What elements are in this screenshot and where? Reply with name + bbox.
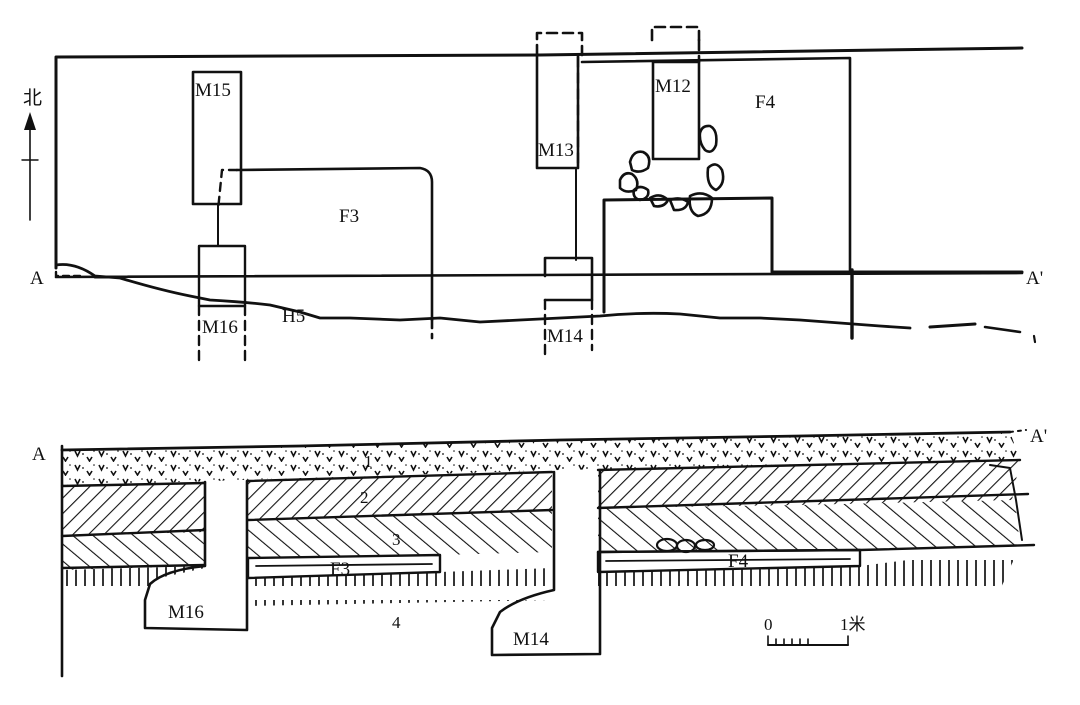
profile-label-a: A — [32, 444, 46, 465]
plan-m14-outline — [543, 256, 594, 302]
plan-label-f3: F3 — [339, 206, 359, 227]
profile-layer-1 — [62, 432, 1020, 486]
plan-m13-dashed — [535, 31, 584, 57]
plan-label-f4: F4 — [755, 92, 776, 113]
plan-f4-outline — [580, 56, 852, 272]
profile-label-f3: F3 — [330, 559, 350, 580]
plan-f4-inner — [602, 196, 1024, 314]
profile-f4-stones — [655, 537, 716, 554]
profile-layer-4 — [62, 566, 205, 600]
profile-label-a-prime: A' — [1030, 426, 1047, 447]
profile-label-f4: F4 — [728, 551, 749, 572]
north-arrow-head — [24, 112, 36, 130]
profile-label-layer-2: 2 — [360, 488, 369, 507]
plan-label-a-prime: A' — [1026, 268, 1043, 289]
plan-stones — [618, 124, 725, 218]
profile-f4-floor — [596, 548, 862, 574]
plan-f3-outline — [235, 166, 434, 322]
profile-label-m16: M16 — [168, 602, 204, 623]
plan-m16-outline — [197, 244, 247, 308]
scale-bar-one-meter: 1米 — [840, 615, 866, 634]
profile-layer-2 — [62, 482, 205, 536]
plan-label-m13: M13 — [538, 140, 574, 161]
plan-label-m15: M15 — [195, 80, 231, 101]
plan-label-a: A — [30, 268, 44, 289]
north-arrow: 北 — [21, 87, 42, 221]
scale-bar-zero: 0 — [764, 615, 773, 634]
plan-label-m14: M14 — [547, 326, 583, 347]
plan-m12-outline — [651, 60, 701, 161]
plan-section-line — [54, 271, 1024, 279]
plan-label-m16: M16 — [202, 317, 238, 338]
profile-label-layer-4: 4 — [392, 613, 401, 632]
profile-label-layer-3: 3 — [392, 530, 401, 549]
profile-layer-3 — [62, 530, 205, 570]
profile-m16-pit — [143, 479, 249, 632]
profile-label-layer-1: 1 — [364, 452, 373, 471]
plan-view: A A' M15 M13 M12 F3 F4 M16 H5 M14 — [30, 25, 1043, 362]
scale-bar: 0 1米 — [764, 615, 866, 646]
plan-label-h5: H5 — [282, 306, 305, 327]
plan-label-m12: M12 — [655, 76, 691, 97]
profile-m14-pit — [490, 468, 602, 657]
section-profile: A A' 1 2 3 4 F3 F4 M16 M14 — [32, 426, 1047, 678]
plan-excavation-boundary — [54, 46, 1024, 270]
profile-label-m14: M14 — [513, 629, 549, 650]
north-label: 北 — [23, 87, 42, 109]
